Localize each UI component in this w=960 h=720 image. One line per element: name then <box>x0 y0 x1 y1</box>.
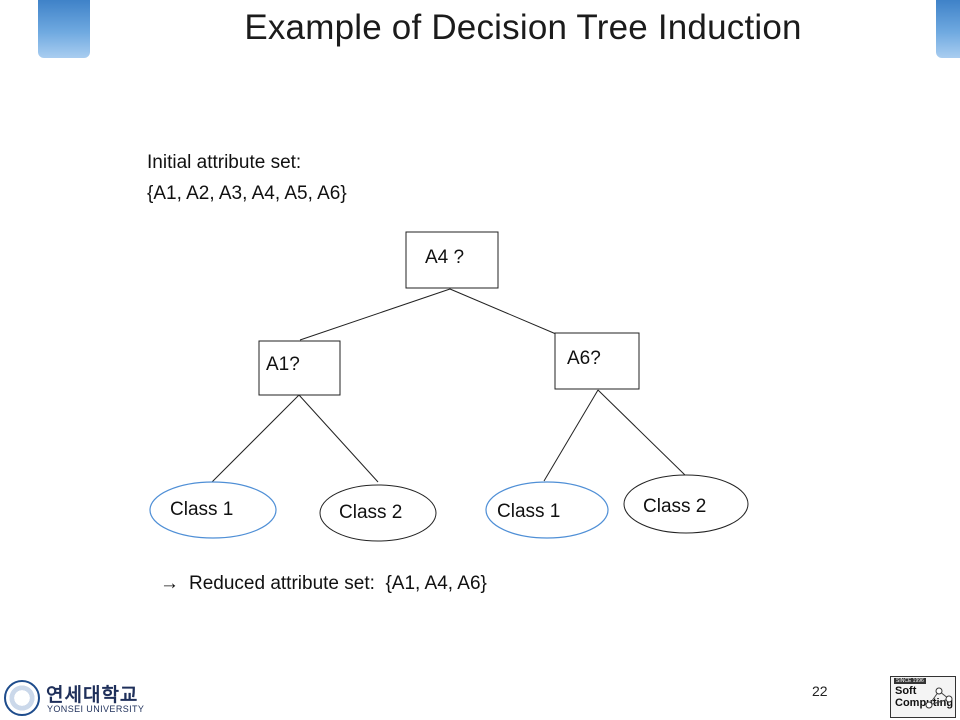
leaf-4: Class 2 <box>623 474 749 534</box>
initial-attribute-set: {A1, A2, A3, A4, A5, A6} <box>147 183 347 204</box>
initial-attribute-label: Initial attribute set: <box>147 152 302 173</box>
edge-right-leaf4 <box>597 389 687 477</box>
header-tab-right <box>936 0 960 58</box>
network-graph-icon <box>925 687 953 709</box>
reduced-attribute-text: Reduced attribute set: {A1, A4, A6} <box>189 573 487 594</box>
lab-logo-line1: Soft <box>895 685 917 697</box>
soft-computing-lab-logo: SINCE 1996 Soft Computing <box>890 676 956 718</box>
node-root: A4 ? <box>405 231 499 289</box>
node-left: A1? <box>258 340 341 396</box>
leaf-1: Class 1 <box>149 481 277 539</box>
leaf-1-label: Class 1 <box>170 499 233 520</box>
header-tab-left <box>38 0 90 58</box>
right-arrow-icon: → <box>160 573 179 594</box>
leaf-3: Class 1 <box>485 481 609 539</box>
slide-title: Example of Decision Tree Induction <box>244 8 802 47</box>
edge-left-leaf2 <box>298 394 379 483</box>
leaf-2: Class 2 <box>319 484 437 542</box>
leaf-4-label: Class 2 <box>643 496 706 517</box>
lab-logo-since: SINCE 1996 <box>894 678 926 684</box>
university-name-korean: 연세대학교 <box>46 685 139 706</box>
edge-root-left <box>299 288 451 341</box>
node-right: A6? <box>554 332 640 390</box>
reduced-attribute-set: → Reduced attribute set: {A1, A4, A6} <box>160 573 487 595</box>
node-left-label: A1? <box>266 354 300 375</box>
node-right-label: A6? <box>567 348 601 369</box>
leaf-3-label: Class 1 <box>497 501 560 522</box>
node-root-label: A4 ? <box>425 247 464 268</box>
lab-logo-line2: Computing <box>895 697 954 709</box>
university-name-english: YONSEI UNIVERSITY <box>47 704 145 714</box>
yonsei-seal-icon <box>4 680 40 716</box>
leaf-2-label: Class 2 <box>339 502 402 523</box>
title-area: Example of Decision Tree Induction <box>0 0 960 60</box>
edge-root-right <box>449 288 557 335</box>
edge-left-leaf1 <box>211 394 300 483</box>
edge-right-leaf3 <box>543 389 599 482</box>
page-number: 22 <box>812 683 828 699</box>
